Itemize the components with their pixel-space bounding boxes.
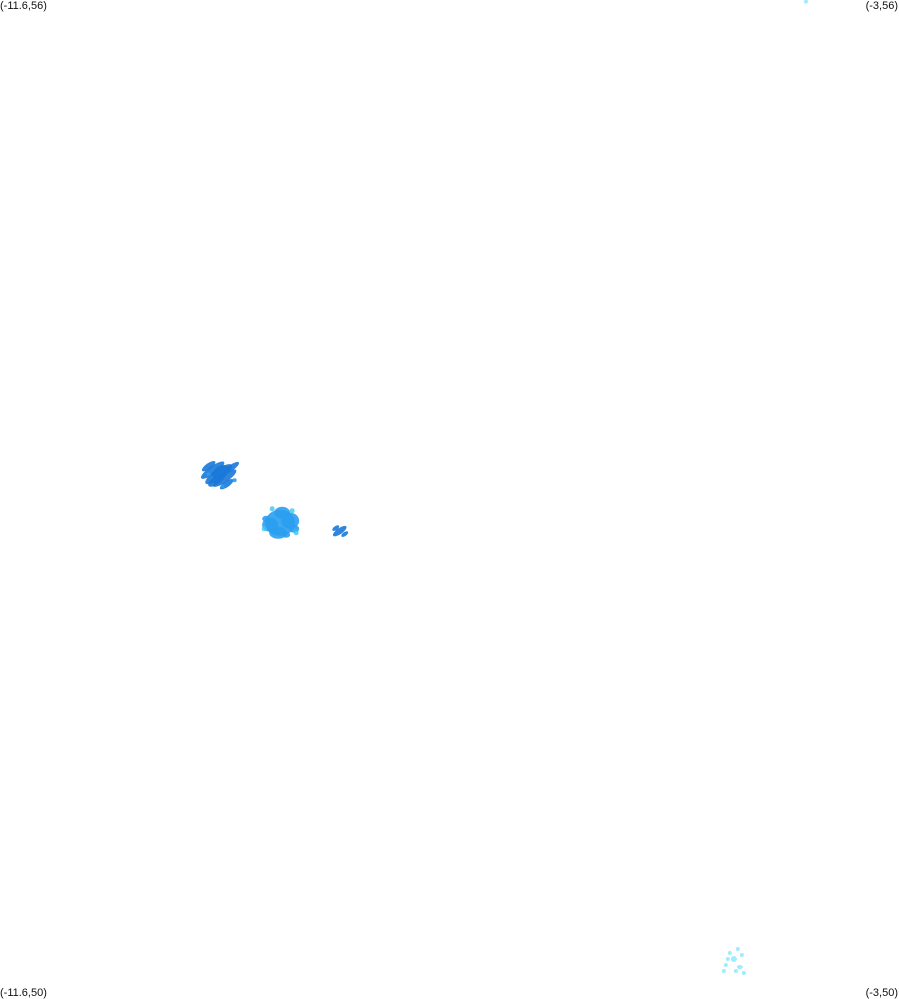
cluster-b-mark: [262, 515, 271, 522]
cluster-a-fringe: [220, 484, 225, 489]
cluster-c: [332, 525, 349, 537]
cluster-a-fringe: [206, 472, 211, 477]
cluster-b-mark: [282, 531, 291, 538]
cluster-b-fringe: [269, 506, 275, 512]
cluster-d-mark: [803, 0, 808, 4]
cluster-e-mark: [730, 956, 737, 963]
cluster-e-mark: [733, 969, 738, 974]
cluster-c-mark: [332, 525, 340, 531]
corner-label-top-left: (-11.6,56): [0, 0, 47, 12]
cluster-e-mark: [721, 969, 726, 974]
cluster-e-mark: [741, 971, 746, 976]
cluster-e-mark: [735, 947, 740, 952]
cluster-b-fringe: [293, 530, 299, 536]
corner-label-top-right: (-3,56): [865, 0, 898, 12]
cluster-b-fringe: [261, 526, 267, 532]
cluster-a: [200, 460, 240, 490]
cluster-e-mark: [723, 963, 728, 968]
cluster-e-mark: [727, 951, 732, 956]
cluster-b-mark: [274, 506, 291, 519]
cluster-d: [803, 0, 808, 4]
cluster-b-fringe: [289, 508, 295, 514]
cluster-e-mark: [725, 957, 730, 962]
cluster-e: [721, 947, 746, 976]
corner-label-bottom-right: (-3,50): [865, 987, 898, 999]
cluster-e-mark: [739, 953, 744, 958]
cluster-e-mark: [736, 965, 743, 970]
cluster-b: [261, 506, 300, 539]
cluster-a-mark: [201, 460, 216, 472]
cluster-a-fringe: [232, 478, 237, 483]
cluster-a-mark: [212, 465, 229, 480]
cluster-c-mark: [332, 525, 347, 537]
cluster-c-mark: [341, 531, 349, 537]
corner-label-bottom-left: (-11.6,50): [0, 987, 47, 999]
